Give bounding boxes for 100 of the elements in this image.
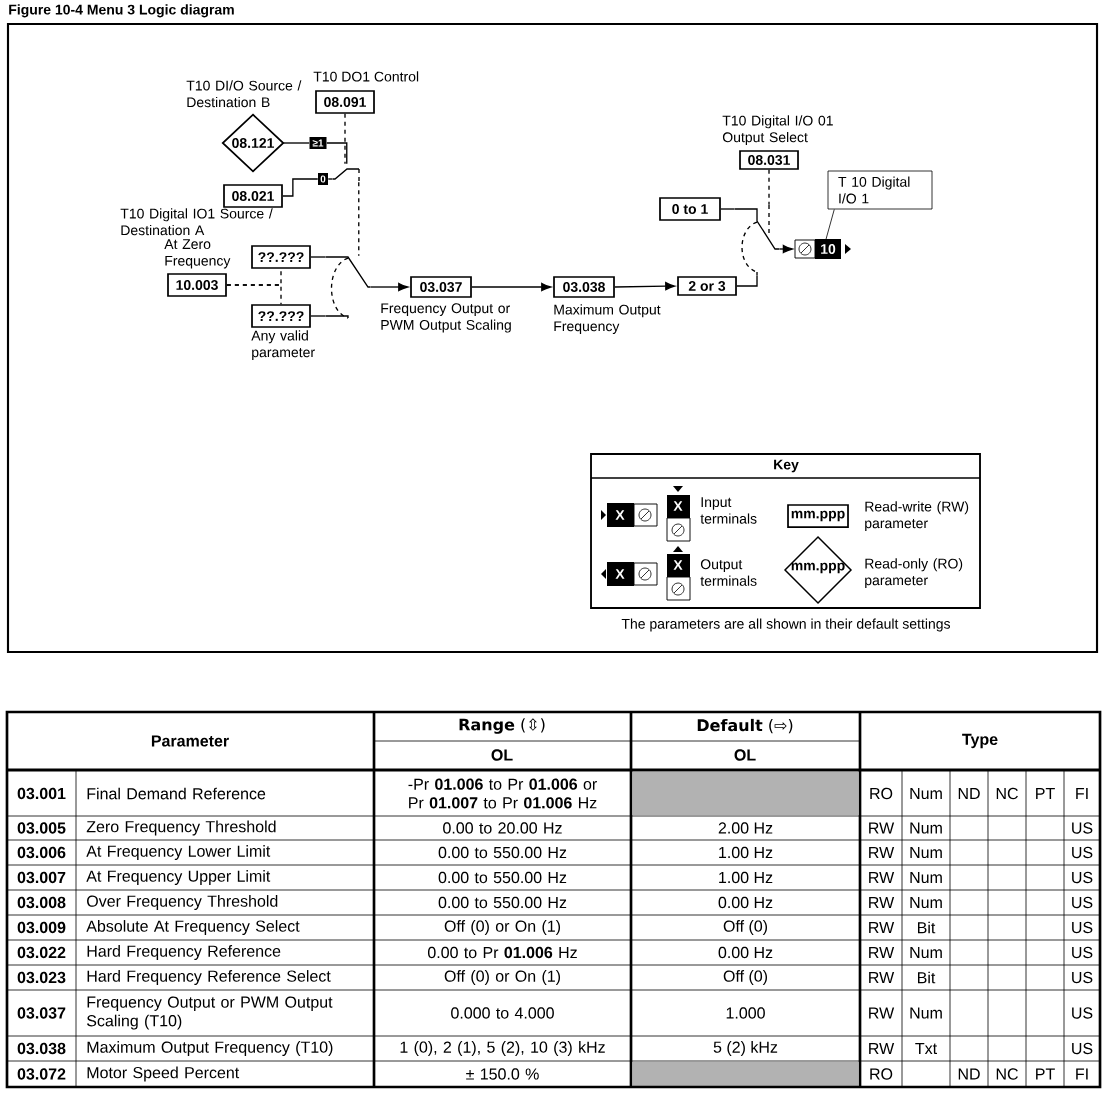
table-cell: ± 150.0 % — [466, 1068, 539, 1080]
dashed-line — [358, 181, 360, 257]
table-cell: RW — [869, 897, 895, 908]
table-cell: 1.000 — [726, 1007, 765, 1019]
table-cell: 03.022 — [17, 946, 66, 959]
parameter-label: T10 DO1 Control — [313, 71, 419, 82]
table-cell: 03.072 — [17, 1068, 66, 1080]
parameter-box: 08.091 — [315, 90, 375, 114]
parameter-box: 03.038 — [553, 276, 615, 298]
table-cell: RO — [870, 787, 893, 800]
connector-line — [326, 142, 348, 165]
key-title: Key — [774, 459, 799, 473]
parameter-label: T10 Digital IO1 Source / Destination A — [120, 208, 273, 236]
table-cell: RW — [869, 947, 895, 958]
parameter-box: ??.??? — [251, 245, 311, 269]
table-cell: Motor Speed Percent — [87, 1066, 240, 1082]
table-cell: 0.000 to 4.000 — [451, 1007, 554, 1019]
parameter-box: 2 or 3 — [677, 276, 737, 296]
table-cell: 03.037 — [17, 1007, 66, 1019]
table-cell: NC — [996, 787, 1018, 800]
table-cell: US — [1072, 921, 1093, 934]
switch-symbol — [331, 168, 360, 183]
table-cell: US — [1072, 1007, 1093, 1019]
table-cell: Hard Frequency Reference — [87, 945, 281, 960]
table-cell: Num — [910, 787, 942, 800]
connector-line — [327, 178, 333, 180]
table-cell: 0.00 to 550.00 Hz — [438, 896, 567, 909]
table-cell: 1.00 Hz — [719, 871, 773, 884]
table-cell: US — [1072, 1042, 1093, 1055]
parameter-label: Any valid parameter — [251, 330, 315, 360]
table-cell: 0.00 Hz — [718, 946, 773, 959]
table-cell: RW — [869, 822, 895, 834]
table-cell: US — [1072, 871, 1093, 884]
table-cell: US — [1072, 971, 1093, 984]
table-cell: NC — [996, 1068, 1018, 1080]
parameter-label: Maximum Output Frequency — [554, 304, 661, 334]
legend-text: Read-only (RO) parameter — [865, 558, 963, 588]
table-header: Parameter — [151, 735, 229, 747]
table-cell: US — [1072, 946, 1093, 959]
switch-symbol — [325, 256, 371, 319]
parameter-box: ??.??? — [251, 304, 311, 328]
table-cell: Num — [910, 871, 942, 884]
table-cell: US — [1072, 846, 1093, 859]
legend-text: Read-write (RW) parameter — [865, 501, 969, 531]
table-cell: Num — [910, 1007, 942, 1019]
table-cell: 03.007 — [17, 871, 66, 884]
table-cell: US — [1072, 822, 1093, 834]
table-cell: RW — [869, 922, 895, 933]
connector-line — [720, 208, 736, 210]
table-cell: Final Demand Reference — [87, 787, 266, 800]
table-cell: 0.00 to 550.00 Hz — [438, 846, 567, 859]
logic-block: ≥1 — [309, 137, 327, 149]
table-cell: US — [1072, 896, 1093, 909]
dashed-line — [226, 284, 282, 305]
table-cell: Hard Frequency Reference Select — [87, 970, 331, 985]
table-cell: Zero Frequency Threshold — [86, 820, 276, 836]
table-cell: RW — [869, 972, 895, 983]
table-cell: 0.00 to 550.00 Hz — [438, 871, 567, 884]
note: The parameters are all shown in their default settings — [621, 618, 950, 632]
table-cell: RW — [869, 1007, 895, 1019]
parameter-label: T10 DI/O Source / Destination B — [186, 80, 302, 108]
connector-line — [310, 256, 327, 258]
arrow — [369, 282, 409, 292]
table-cell: 5 (2) kHz — [713, 1041, 778, 1056]
table-cell: 03.023 — [17, 971, 66, 984]
output-terminal: 10 — [794, 239, 851, 259]
connector-line — [310, 315, 327, 317]
table-cell: PT — [1036, 788, 1055, 799]
table-cell: 1 (0), 2 (1), 5 (2), 10 (3) kHz — [400, 1041, 605, 1056]
dashed-line — [344, 113, 346, 165]
legend-text: Input terminals — [700, 497, 757, 524]
table-cell: Txt — [915, 1042, 937, 1055]
table-cell: At Frequency Upper Limit — [86, 870, 271, 885]
connector-line — [282, 142, 310, 144]
leader-line — [825, 209, 835, 240]
table-cell: Off (0) or On (1) — [444, 920, 561, 935]
table-cell: Off (0) or On (1) — [444, 970, 561, 985]
table-cell: 03.009 — [17, 921, 66, 934]
table-header: OL — [491, 749, 513, 761]
table-cell: 0.00 to 20.00 Hz — [443, 822, 562, 834]
arrow — [778, 244, 793, 254]
table-cell: 0.00 Hz — [718, 896, 773, 909]
table-cell: 03.038 — [17, 1042, 66, 1055]
table-cell: 1.00 Hz — [719, 846, 773, 859]
logic-block: 0 — [318, 173, 328, 185]
table-cell: 03.001 — [17, 787, 66, 800]
table-header: Type — [962, 733, 998, 749]
table-header: Default (⇨) — [697, 718, 793, 734]
table-cell: Num — [910, 846, 942, 859]
table-cell: Absolute At Frequency Select — [86, 920, 300, 935]
table-cell: ND — [958, 788, 980, 799]
table-cell: PT — [1036, 1068, 1055, 1080]
table-cell: Off (0) — [723, 970, 768, 985]
parameter-box: 10.003 — [167, 273, 227, 297]
table-cell: RW — [869, 1043, 895, 1054]
dashed-line — [768, 169, 770, 206]
table-cell: Bit — [918, 921, 936, 934]
table-header: Range (⇳) — [459, 718, 545, 734]
table-cell: Num — [910, 946, 942, 959]
table-cell: 2.00 Hz — [718, 822, 773, 834]
